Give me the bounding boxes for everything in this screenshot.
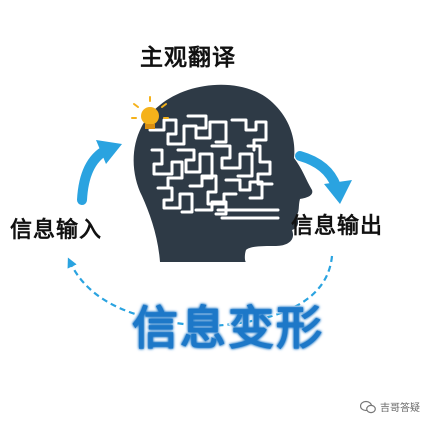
wechat-bubble-icon (360, 400, 376, 413)
watermark-text: 吉哥答疑 (380, 403, 420, 414)
diagram-title: 主观翻译 (140, 44, 236, 71)
brain-maze-lines (148, 114, 280, 220)
output-arrow (295, 151, 352, 204)
output-label: 信息输出 (291, 213, 384, 239)
transform-dashed-arc (67, 255, 334, 328)
input-label: 信息输入 (10, 217, 103, 243)
lightbulb-icon (131, 96, 169, 129)
watermark: 吉哥答疑 (360, 399, 420, 414)
input-arrow (77, 140, 122, 205)
transform-label: 信息变形 (131, 300, 324, 357)
